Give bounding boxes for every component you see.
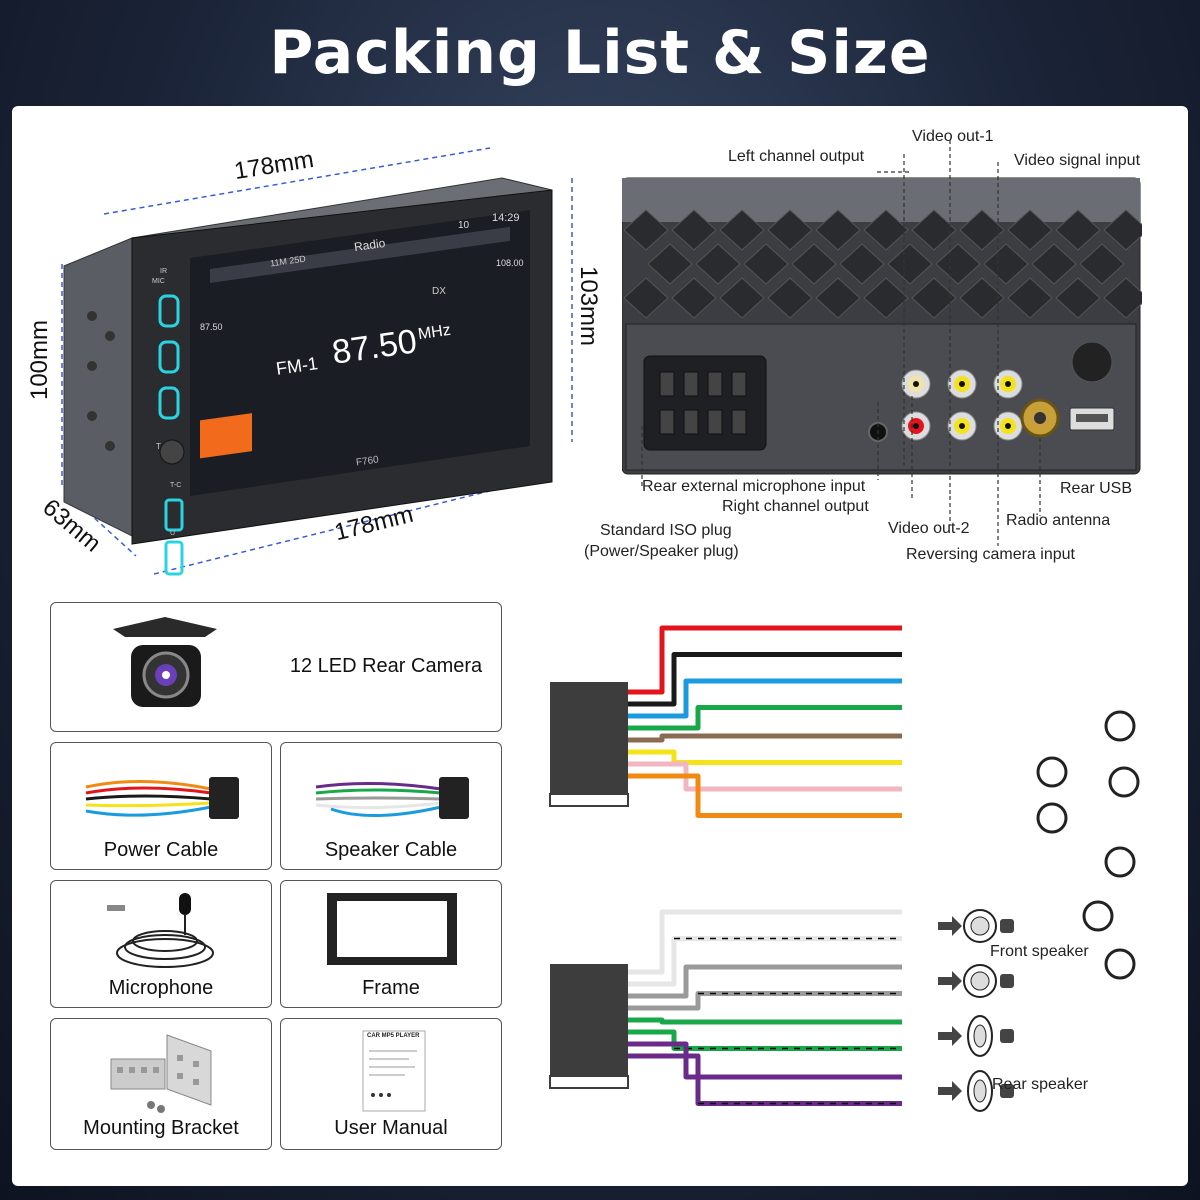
camera-label: 12 LED Rear Camera <box>289 655 483 677</box>
microphone-label: Microphone <box>108 977 214 999</box>
dim-height-right: 103mm <box>575 265 603 347</box>
manual-icon <box>362 1030 426 1112</box>
microphone-icon <box>107 893 214 968</box>
label-radio-antenna: Radio antenna <box>1006 512 1111 529</box>
content-panel: 178mm 178mm 100mm 103mm 63mm Radio 14:29… <box>12 106 1188 1186</box>
bracket-label: Mounting Bracket <box>83 1117 239 1139</box>
page-title: Packing List & Size <box>269 18 931 88</box>
frame-icon <box>327 893 457 965</box>
speaker-wire <box>628 964 902 999</box>
ignition-icon <box>1104 710 1136 742</box>
camera-small-icon <box>1082 900 1114 932</box>
item-rear-camera: 12 LED Rear Camera <box>50 602 502 732</box>
power-cable-label: Power Cable <box>103 839 219 861</box>
head-unit-illustration <box>61 147 573 576</box>
screen-time: 14:29 <box>492 212 520 224</box>
power-cable-icon <box>85 777 239 819</box>
item-user-manual: CAR MP5 PLAYER User Manual <box>280 1018 502 1150</box>
speaker-wire <box>628 1017 902 1025</box>
screen-volume: 10 <box>458 220 470 231</box>
rear-panel-illustration <box>622 177 1142 475</box>
speaker-wire <box>628 1053 902 1106</box>
label-video-signal: Video signal input <box>1014 152 1141 169</box>
speaker-cable-label: Speaker Cable <box>324 839 458 861</box>
item-power-cable: Power Cable <box>50 742 272 870</box>
ir-label: IR <box>160 268 167 275</box>
battery-icon <box>1108 766 1140 798</box>
power-wire <box>628 625 902 695</box>
speaker-wire <box>628 909 902 975</box>
speaker-cable-icon <box>315 777 469 819</box>
arrow-icon <box>938 1026 962 1046</box>
label-reversing-camera: Reversing camera input <box>906 546 1075 563</box>
power-wire <box>628 773 902 818</box>
wiring-diagram <box>549 625 1140 1112</box>
arrow-icon <box>938 1081 962 1101</box>
label-right-channel: Right channel output <box>722 498 869 515</box>
item-microphone: Microphone <box>50 880 272 1008</box>
label-rear-mic: Rear external microphone input <box>642 478 866 495</box>
camera-icon <box>113 617 217 707</box>
arrow-icon <box>938 916 962 936</box>
screen-dx: DX <box>432 286 446 297</box>
power-wire <box>628 749 902 765</box>
mic-label: MIC <box>152 278 165 285</box>
item-mounting-bracket: Mounting Bracket <box>50 1018 272 1150</box>
item-frame: Frame <box>280 880 502 1008</box>
tc-label: T-C <box>170 482 182 489</box>
label-rear-usb: Rear USB <box>1060 480 1133 497</box>
light-icon <box>1036 802 1068 834</box>
screen-freq-min: 87.50 <box>200 322 223 332</box>
screen-freq-max: 108.00 <box>496 258 524 268</box>
usb-label: U <box>170 530 176 537</box>
dim-height-left: 100mm <box>26 319 54 401</box>
tf-label: T <box>156 442 161 451</box>
rear-leader-lines <box>641 140 1041 546</box>
item-speaker-cable: Speaker Cable <box>280 742 502 870</box>
bracket-icon <box>110 1034 212 1113</box>
arrow-icon <box>938 971 962 991</box>
manual-cover-title: CAR MP5 PLAYER <box>367 1033 420 1039</box>
label-video-out-1: Video out-1 <box>912 128 994 145</box>
rear-speaker-label: Rear speaker <box>992 1076 1089 1093</box>
parking-brake-icon <box>1104 948 1136 980</box>
power-wire <box>628 678 902 719</box>
label-iso-plug: Standard ISO plug <box>600 522 732 539</box>
power-wire <box>628 705 902 731</box>
manual-label: User Manual <box>334 1117 448 1139</box>
label-iso-plug-sub: (Power/Speaker plug) <box>584 543 739 560</box>
power-wire <box>628 733 902 743</box>
speaker-wire <box>628 1041 902 1080</box>
front-speaker-label: Front speaker <box>990 943 1089 960</box>
speaker-wire <box>628 936 902 987</box>
frame-label: Frame <box>362 977 420 999</box>
power-wire <box>628 652 902 707</box>
label-left-channel: Left channel output <box>728 148 865 165</box>
steering-wheel-icon <box>1104 846 1136 878</box>
antenna-icon <box>1036 756 1068 788</box>
label-video-out-2: Video out-2 <box>888 520 970 537</box>
